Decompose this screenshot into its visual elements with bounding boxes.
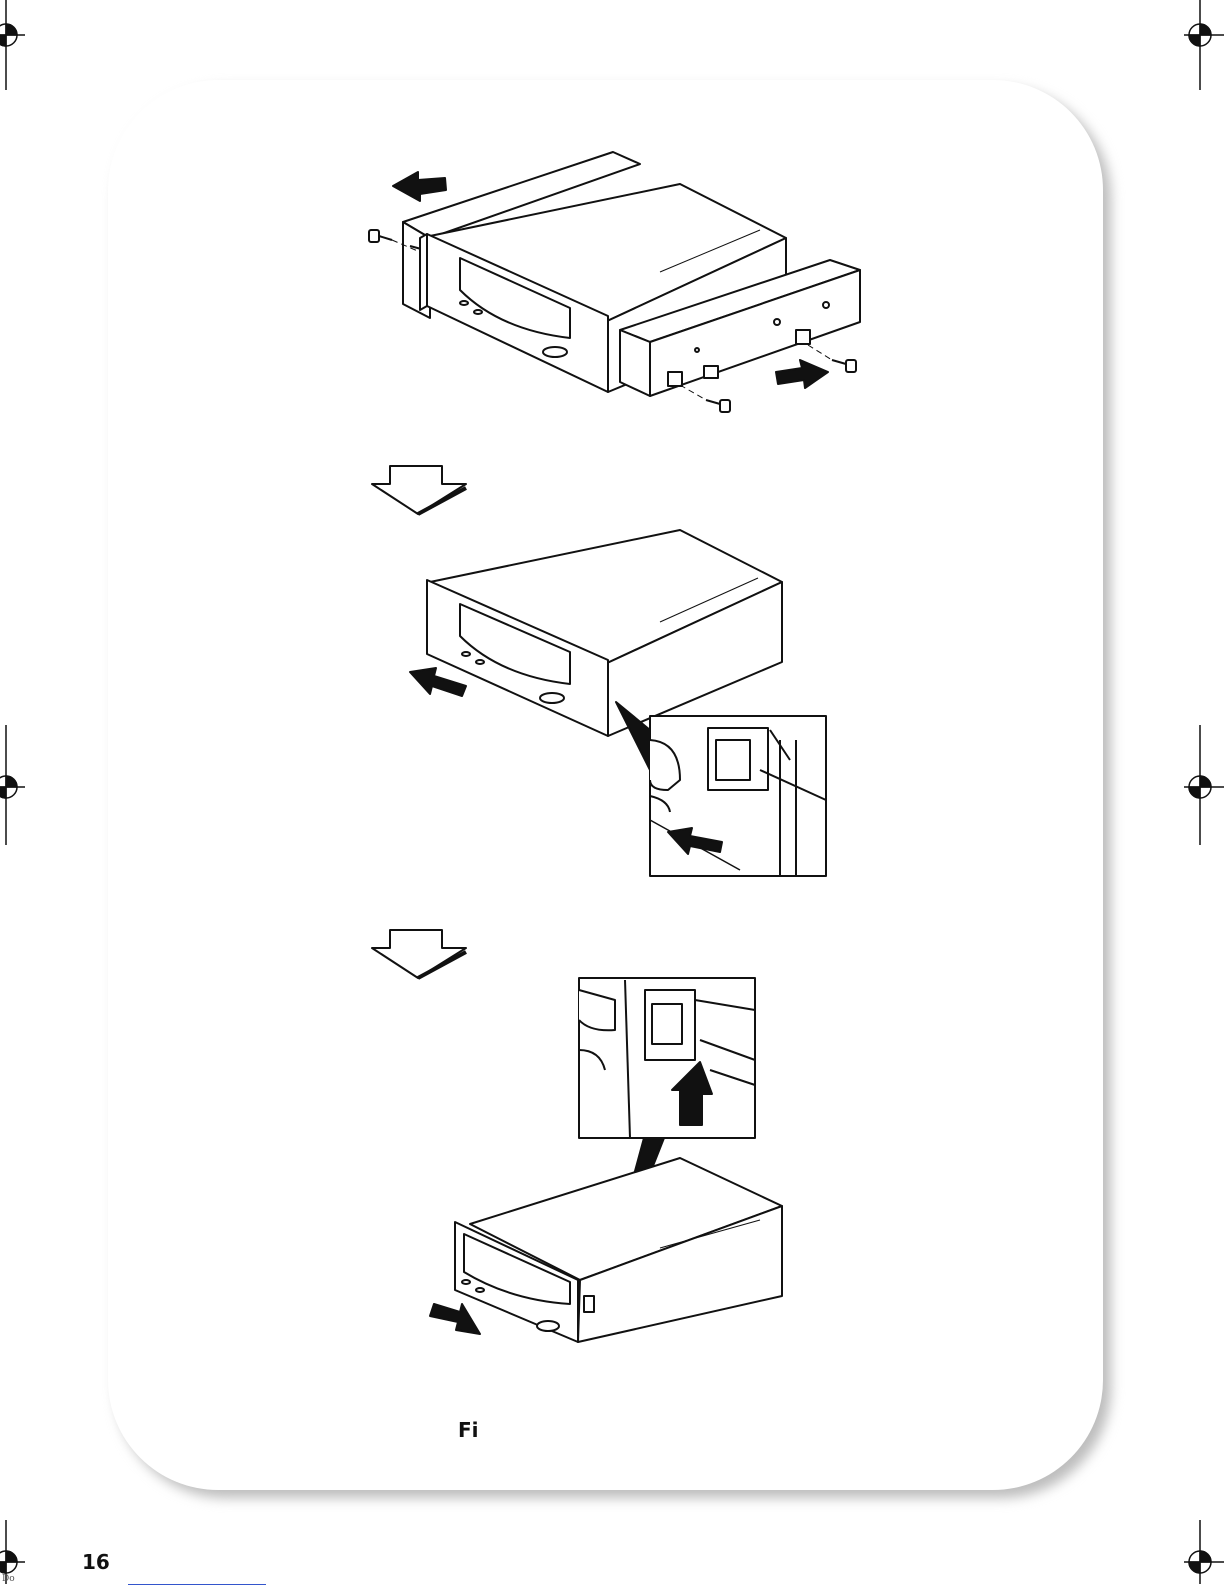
solid-direction-arrow-icon <box>393 172 446 201</box>
figure-caption: Fi <box>458 1418 479 1442</box>
solid-direction-arrow-icon <box>776 360 828 388</box>
screw-icon <box>369 230 392 242</box>
solid-direction-arrow-icon <box>430 1304 480 1334</box>
solid-direction-arrow-icon <box>410 668 466 696</box>
step2-drive <box>410 530 826 876</box>
screw-icon <box>706 400 730 412</box>
hollow-down-arrow-icon <box>372 466 466 514</box>
page-number: 16 <box>82 1550 110 1574</box>
slug-text: Do <box>2 1574 15 1584</box>
step1-drive-with-rails <box>369 152 860 412</box>
hollow-down-arrow-icon <box>372 930 466 978</box>
step3-drive <box>430 978 782 1342</box>
screw-icon <box>832 360 856 372</box>
